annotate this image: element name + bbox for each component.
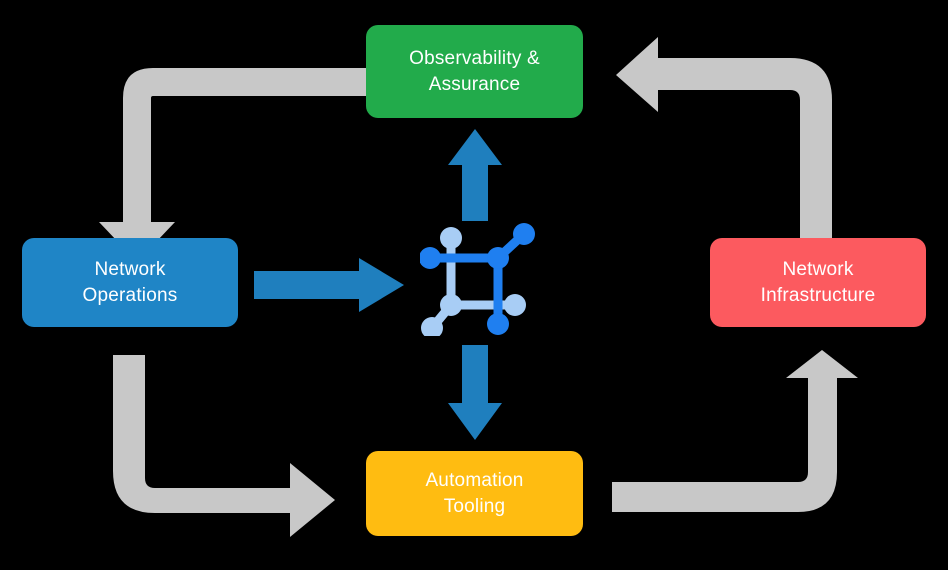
gray-elbow-arrow-bottom-right — [612, 350, 858, 512]
blue-arrow-right — [254, 258, 404, 312]
node-automation-tooling[interactable]: Automation Tooling — [366, 451, 583, 536]
gray-elbow-arrow-top-left — [99, 68, 375, 262]
blue-arrow-up — [448, 129, 502, 221]
node-label-network-infrastructure: Network Infrastructure — [760, 258, 876, 306]
network-nodes-dark — [420, 223, 535, 335]
network-topology-icon — [420, 223, 535, 336]
node-network-infrastructure[interactable]: Network Infrastructure — [710, 238, 926, 327]
node-network-operations[interactable]: Network Operations — [22, 238, 238, 327]
gray-elbow-arrow-top-right — [616, 37, 832, 255]
gray-elbow-arrow-bottom-left — [113, 355, 335, 537]
blue-arrow-down — [448, 345, 502, 440]
node-label-network-operations: Network Operations — [82, 258, 178, 306]
node-label-observability: Observability & Assurance — [409, 47, 540, 95]
node-label-automation-tooling: Automation Tooling — [425, 469, 524, 517]
node-observability-assurance[interactable]: Observability & Assurance — [366, 25, 583, 118]
network-nodes-light — [421, 227, 526, 336]
